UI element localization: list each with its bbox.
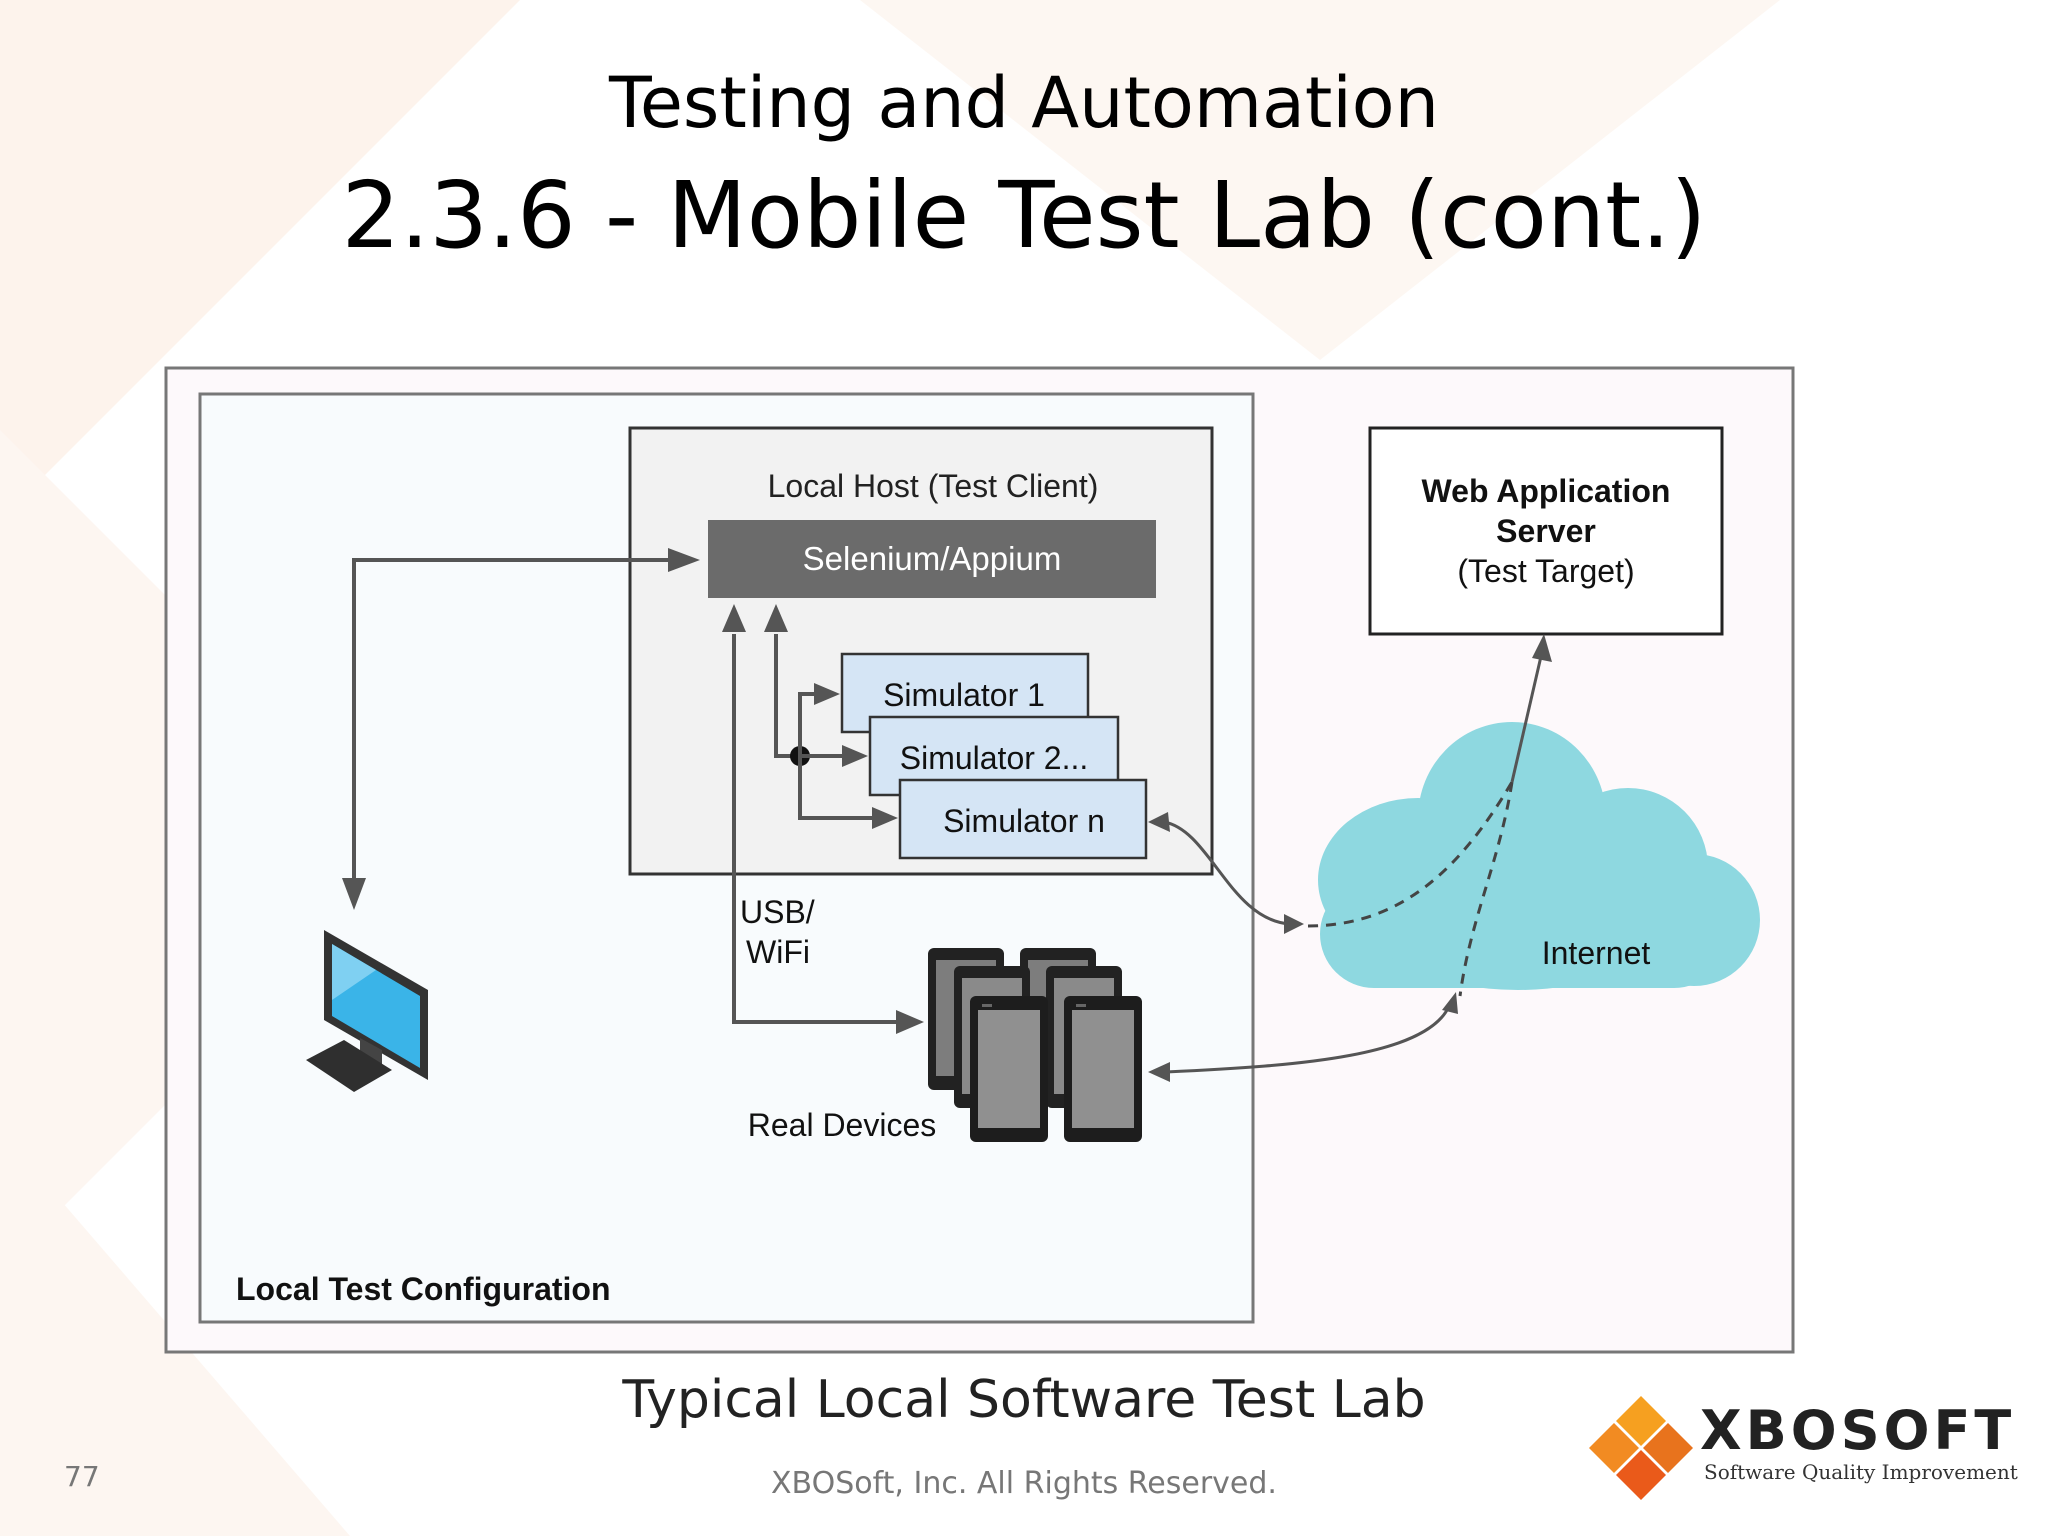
web-server-box — [1368, 426, 1724, 636]
local-host-label: Local Host (Test Client) — [768, 468, 1099, 504]
arrowhead-sim1 — [814, 683, 840, 705]
arrowhead-devices — [1148, 1062, 1170, 1082]
simulator-2-label: Simulator 2... — [900, 740, 1089, 776]
arrowhead-to-monitor — [342, 878, 366, 910]
arrowhead-cloud-left — [1284, 914, 1304, 934]
xbosoft-logo: XBOSOFT Software Quality Improvement — [1700, 1399, 2018, 1485]
simulator-n-box — [898, 778, 1148, 860]
usb-label-line1: USB/ — [740, 894, 815, 930]
slide-footer: XBOSoft, Inc. All Rights Reserved. — [771, 1466, 1277, 1501]
arrowhead-to-selenium — [668, 548, 700, 572]
arrowhead-simn-left — [1148, 812, 1170, 832]
usb-connector — [732, 634, 900, 1024]
monitor-selenium-connector — [352, 558, 676, 880]
web-server-line1: Web Application — [1422, 473, 1671, 509]
selenium-label: Selenium/Appium — [803, 540, 1062, 577]
arrowhead-usb-up — [722, 604, 746, 632]
cloud-dashed-path-1 — [1307, 781, 1514, 928]
internet-label: Internet — [1542, 935, 1651, 971]
simn-cloud-connector — [1163, 820, 1291, 926]
internet-cloud-icon — [1318, 722, 1760, 990]
local-config-label: Local Test Configuration — [236, 1271, 611, 1307]
devices-cloud-connector — [1165, 1003, 1452, 1074]
slide-title: 2.3.6 - Mobile Test Lab (cont.) — [341, 162, 1707, 269]
arrowhead-usb-devices — [896, 1010, 924, 1034]
simn-branch — [798, 756, 876, 820]
real-devices-icon — [928, 948, 1142, 1142]
monitor-icon — [306, 930, 428, 1092]
arrowhead-sim-up — [764, 604, 788, 632]
simulator-n-label: Simulator n — [943, 803, 1105, 839]
logo-name: XBOSOFT — [1700, 1399, 2016, 1462]
sim1-branch — [798, 692, 818, 756]
usb-label-line2: WiFi — [746, 934, 810, 970]
simulator-1-label: Simulator 1 — [883, 677, 1045, 713]
real-devices-label: Real Devices — [748, 1107, 937, 1143]
arrowhead-to-server — [1532, 634, 1552, 662]
arrowhead-simn — [872, 807, 898, 829]
slide-subtitle: Testing and Automation — [609, 62, 1439, 144]
arrowhead-sim2 — [842, 745, 868, 767]
page-number: 77 — [64, 1460, 100, 1493]
web-server-line3: (Test Target) — [1457, 553, 1634, 589]
diagram-caption: Typical Local Software Test Lab — [622, 1370, 1426, 1430]
xbosoft-logo-icon — [1589, 1396, 1693, 1500]
selenium-box — [708, 520, 1156, 598]
logo-tagline: Software Quality Improvement — [1704, 1460, 2018, 1484]
cloud-dashed-path-2 — [1458, 781, 1514, 997]
web-server-line2: Server — [1496, 513, 1596, 549]
cloud-server-connector — [1510, 651, 1544, 783]
arrowhead-cloud-bottom — [1442, 992, 1458, 1014]
